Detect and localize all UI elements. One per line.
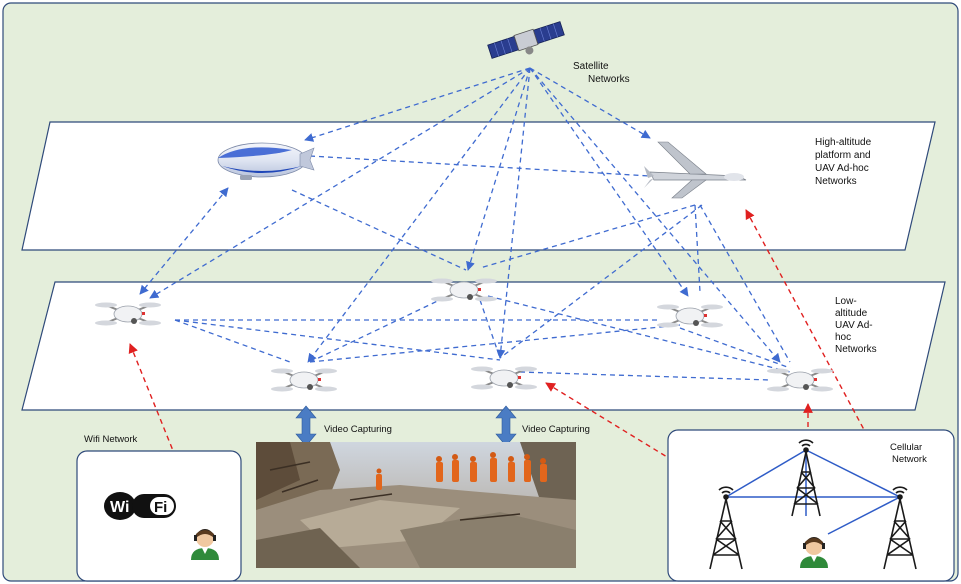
high-altitude-label: High-altitude platform and UAV Ad-hoc Ne…	[815, 137, 874, 187]
satellite-icon	[487, 21, 565, 59]
video-capturing-label-1: Video Capturing	[324, 424, 392, 435]
cell-tower-icon	[709, 486, 743, 570]
satellite-label: Satellite Networks	[573, 61, 630, 85]
quadcopter-icon	[471, 366, 537, 390]
svg-text:Wi: Wi	[110, 499, 129, 516]
blue-dashed-links	[139, 67, 791, 381]
disaster-rubble-photo	[256, 442, 576, 568]
cellular-network-box	[667, 429, 955, 582]
quadcopter-icon	[431, 278, 497, 302]
wifi-network-label: Wifi Network	[84, 434, 138, 445]
user-headset-icon	[191, 529, 219, 560]
cell-tower-icon	[883, 486, 917, 570]
user-headset-icon	[800, 537, 828, 568]
low-altitude-plane	[21, 281, 946, 411]
cellular-network-label: Cellular Network	[890, 442, 927, 465]
cellular-links	[725, 449, 901, 535]
quadcopter-icon	[657, 304, 723, 328]
quadcopter-icon	[271, 368, 337, 392]
low-altitude-label: Low- altitude UAV Ad- hoc Networks	[835, 296, 877, 355]
video-capturing-label-2: Video Capturing	[522, 424, 590, 435]
svg-text:Fi: Fi	[154, 499, 167, 516]
high-altitude-plane	[21, 121, 936, 251]
airship-icon	[217, 142, 315, 180]
wifi-logo: Wi Fi	[104, 492, 176, 520]
cell-tower-icon	[791, 439, 821, 517]
quadcopter-icon	[767, 368, 833, 392]
fixed-wing-uav-icon	[644, 141, 747, 199]
quadcopter-icon	[95, 302, 161, 326]
